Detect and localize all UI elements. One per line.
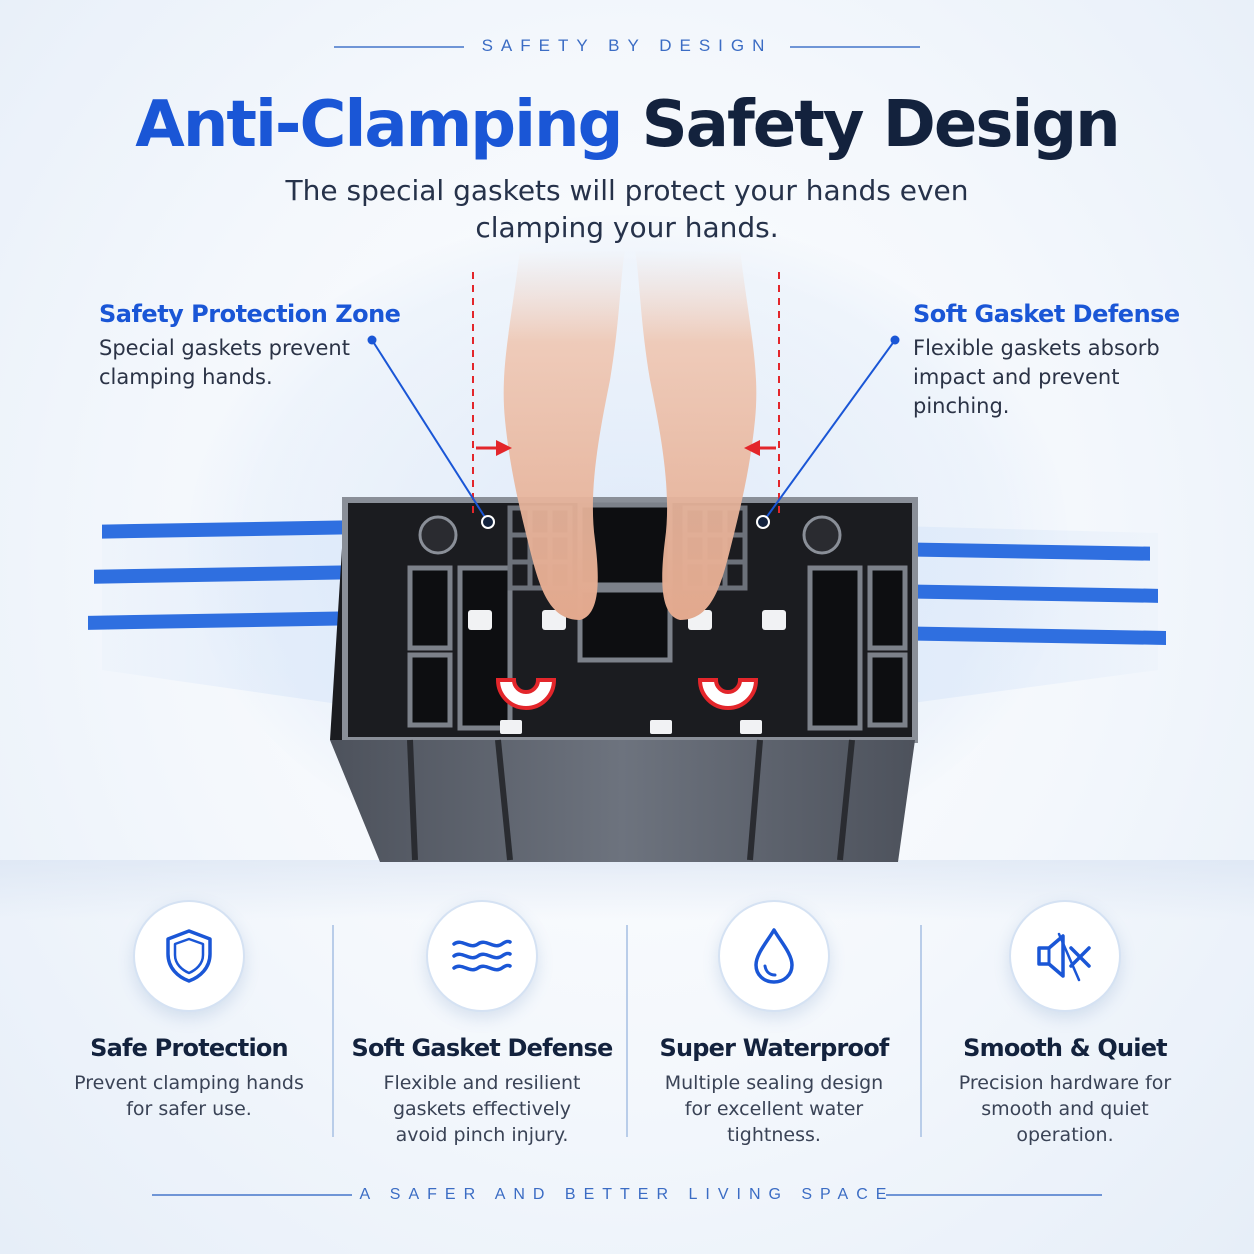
- callout-right: Soft Gasket Defense Flexible gaskets abs…: [913, 300, 1213, 421]
- callout-left-text: Special gaskets prevent clamping hands.: [99, 336, 350, 389]
- callout-right-title: Soft Gasket Defense: [913, 300, 1180, 328]
- callout-left-title: Safety Protection Zone: [99, 300, 401, 328]
- callout-leaders: [367, 335, 900, 529]
- feature-icon-badge: [133, 900, 245, 1012]
- feature-waterproof: Super Waterproof Multiple sealing design…: [629, 900, 919, 1148]
- feature-icon-badge: [426, 900, 538, 1012]
- title-rest: Safety Design: [641, 88, 1121, 162]
- footer-rule-left: [152, 1194, 352, 1196]
- window-profile-illustration: [88, 250, 1166, 862]
- feature-divider: [332, 925, 334, 1137]
- title-highlight: Anti-Clamping: [135, 88, 623, 162]
- aluminium-profile: [330, 497, 918, 862]
- callout-right-text: Flexible gaskets absorb impact and preve…: [913, 336, 1160, 418]
- shield-icon: [166, 929, 212, 983]
- footer-rule-right: [886, 1194, 1102, 1196]
- feature-soft-gasket: Soft Gasket Defense Flexible and resilie…: [337, 900, 627, 1148]
- water-drop-icon: [754, 928, 794, 984]
- feature-text: Flexible and resilient gaskets effective…: [383, 1072, 581, 1146]
- feature-title: Safe Protection: [90, 1034, 289, 1062]
- clearance-indicator: [472, 272, 780, 518]
- footer-tagline: A SAFER AND BETTER LIVING SPACE: [359, 1186, 895, 1203]
- callout-left: Safety Protection Zone Special gaskets p…: [99, 300, 429, 392]
- feature-divider: [626, 925, 628, 1137]
- feature-title: Super Waterproof: [659, 1034, 889, 1062]
- feature-divider: [920, 925, 922, 1137]
- waves-icon: [452, 939, 512, 972]
- glass-panes-right: [860, 525, 1166, 710]
- hands-illustration: [503, 250, 757, 620]
- feature-safe-protection: Safe Protection Prevent clamping hands f…: [44, 900, 334, 1122]
- kicker-text: SAFETY BY DESIGN: [481, 36, 773, 55]
- kicker-rule-left: [334, 46, 464, 48]
- arrow-right-icon: [496, 440, 512, 456]
- kicker-rule-right: [790, 46, 920, 48]
- feature-text: Precision hardware for smooth and quiet …: [958, 1072, 1172, 1146]
- feature-icon-badge: [1009, 900, 1121, 1012]
- mute-speaker-icon: [1037, 932, 1091, 982]
- feature-text: Prevent clamping hands for safer use.: [74, 1072, 304, 1120]
- feature-title: Soft Gasket Defense: [351, 1034, 613, 1062]
- glass-panes-left: [88, 519, 382, 710]
- arrow-left-icon: [744, 440, 760, 456]
- feature-icon-badge: [718, 900, 830, 1012]
- page-subtitle: The special gaskets will protect your ha…: [285, 174, 969, 244]
- feature-text: Multiple sealing design for excellent wa…: [664, 1072, 884, 1146]
- page-title: Anti-Clamping Safety Design: [0, 88, 1254, 162]
- feature-title: Smooth & Quiet: [963, 1034, 1168, 1062]
- feature-smooth-quiet: Smooth & Quiet Precision hardware for sm…: [920, 900, 1210, 1148]
